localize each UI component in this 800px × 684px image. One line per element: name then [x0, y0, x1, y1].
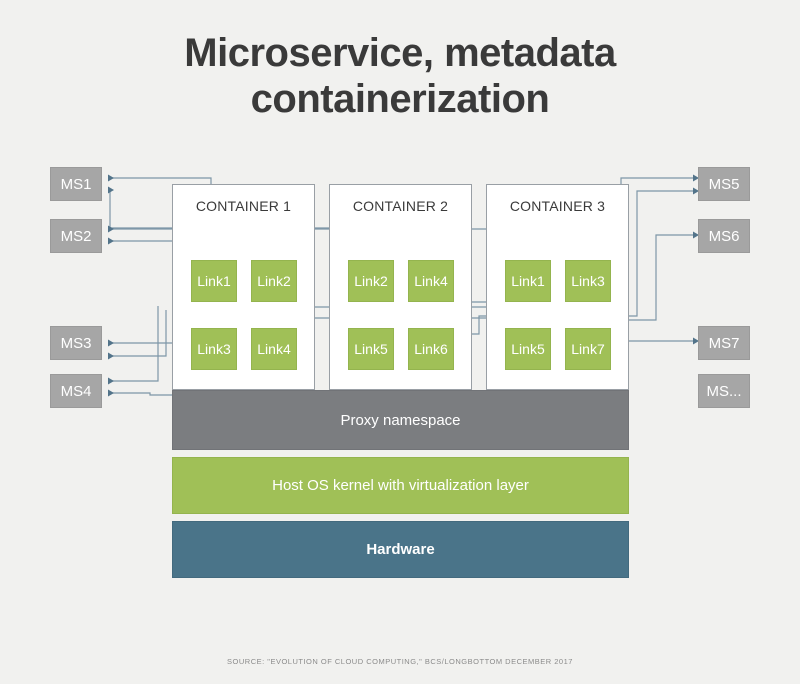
container-title: CONTAINER 2 — [352, 198, 449, 214]
microservice-label: MS7 — [708, 334, 740, 352]
microservice-label: MS6 — [708, 227, 740, 245]
link-box[interactable]: Link4 — [408, 260, 454, 302]
microservice-label: MS3 — [60, 334, 92, 352]
link-box[interactable]: Link6 — [408, 328, 454, 370]
layer-proxy-namespace[interactable]: Proxy namespace — [172, 390, 629, 450]
link-box[interactable]: Link3 — [565, 260, 611, 302]
container-3[interactable]: CONTAINER 3 Link1 Link3 Link5 Link7 — [486, 184, 629, 390]
microservice-label: MS1 — [60, 175, 92, 193]
link-box[interactable]: Link1 — [191, 260, 237, 302]
layer-hardware[interactable]: Hardware — [172, 521, 629, 578]
microservice-ms7[interactable]: MS7 — [698, 326, 750, 360]
microservice-label: MS4 — [60, 382, 92, 400]
microservice-ms2[interactable]: MS2 — [50, 219, 102, 253]
microservice-ms6[interactable]: MS6 — [698, 219, 750, 253]
microservice-label: MS... — [706, 382, 742, 400]
link-box[interactable]: Link3 — [191, 328, 237, 370]
link-box[interactable]: Link5 — [348, 328, 394, 370]
link-box[interactable]: Link1 — [505, 260, 551, 302]
container-stack: CONTAINER 1 Link1 Link2 Link3 Link4 CONT… — [172, 184, 629, 390]
link-box[interactable]: Link7 — [565, 328, 611, 370]
microservice-ms1[interactable]: MS1 — [50, 167, 102, 201]
link-box[interactable]: Link2 — [251, 260, 297, 302]
container-title: CONTAINER 3 — [509, 198, 606, 214]
container-2[interactable]: CONTAINER 2 Link2 Link4 Link5 Link6 — [329, 184, 472, 390]
microservice-ms-more[interactable]: MS... — [698, 374, 750, 408]
microservice-ms3[interactable]: MS3 — [50, 326, 102, 360]
title-line-2: containerization — [250, 77, 550, 121]
layer-label: Hardware — [366, 541, 435, 558]
container-1[interactable]: CONTAINER 1 Link1 Link2 Link3 Link4 — [172, 184, 315, 390]
page-title: Microservice, metadata containerization — [0, 30, 800, 122]
title-line-1: Microservice, metadata — [184, 31, 616, 75]
microservice-ms4[interactable]: MS4 — [50, 374, 102, 408]
link-box[interactable]: Link5 — [505, 328, 551, 370]
layer-host-os-kernel[interactable]: Host OS kernel with virtualization layer — [172, 457, 629, 514]
layer-label: Host OS kernel with virtualization layer — [272, 477, 529, 494]
layer-label: Proxy namespace — [340, 411, 461, 429]
containers-row: CONTAINER 1 Link1 Link2 Link3 Link4 CONT… — [172, 184, 629, 390]
microservice-ms5[interactable]: MS5 — [698, 167, 750, 201]
link-box[interactable]: Link4 — [251, 328, 297, 370]
microservice-label: MS5 — [708, 175, 740, 193]
source-credit: SOURCE: "EVOLUTION OF CLOUD COMPUTING," … — [227, 657, 573, 666]
link-box[interactable]: Link2 — [348, 260, 394, 302]
microservice-label: MS2 — [60, 227, 92, 245]
container-title: CONTAINER 1 — [195, 198, 292, 214]
